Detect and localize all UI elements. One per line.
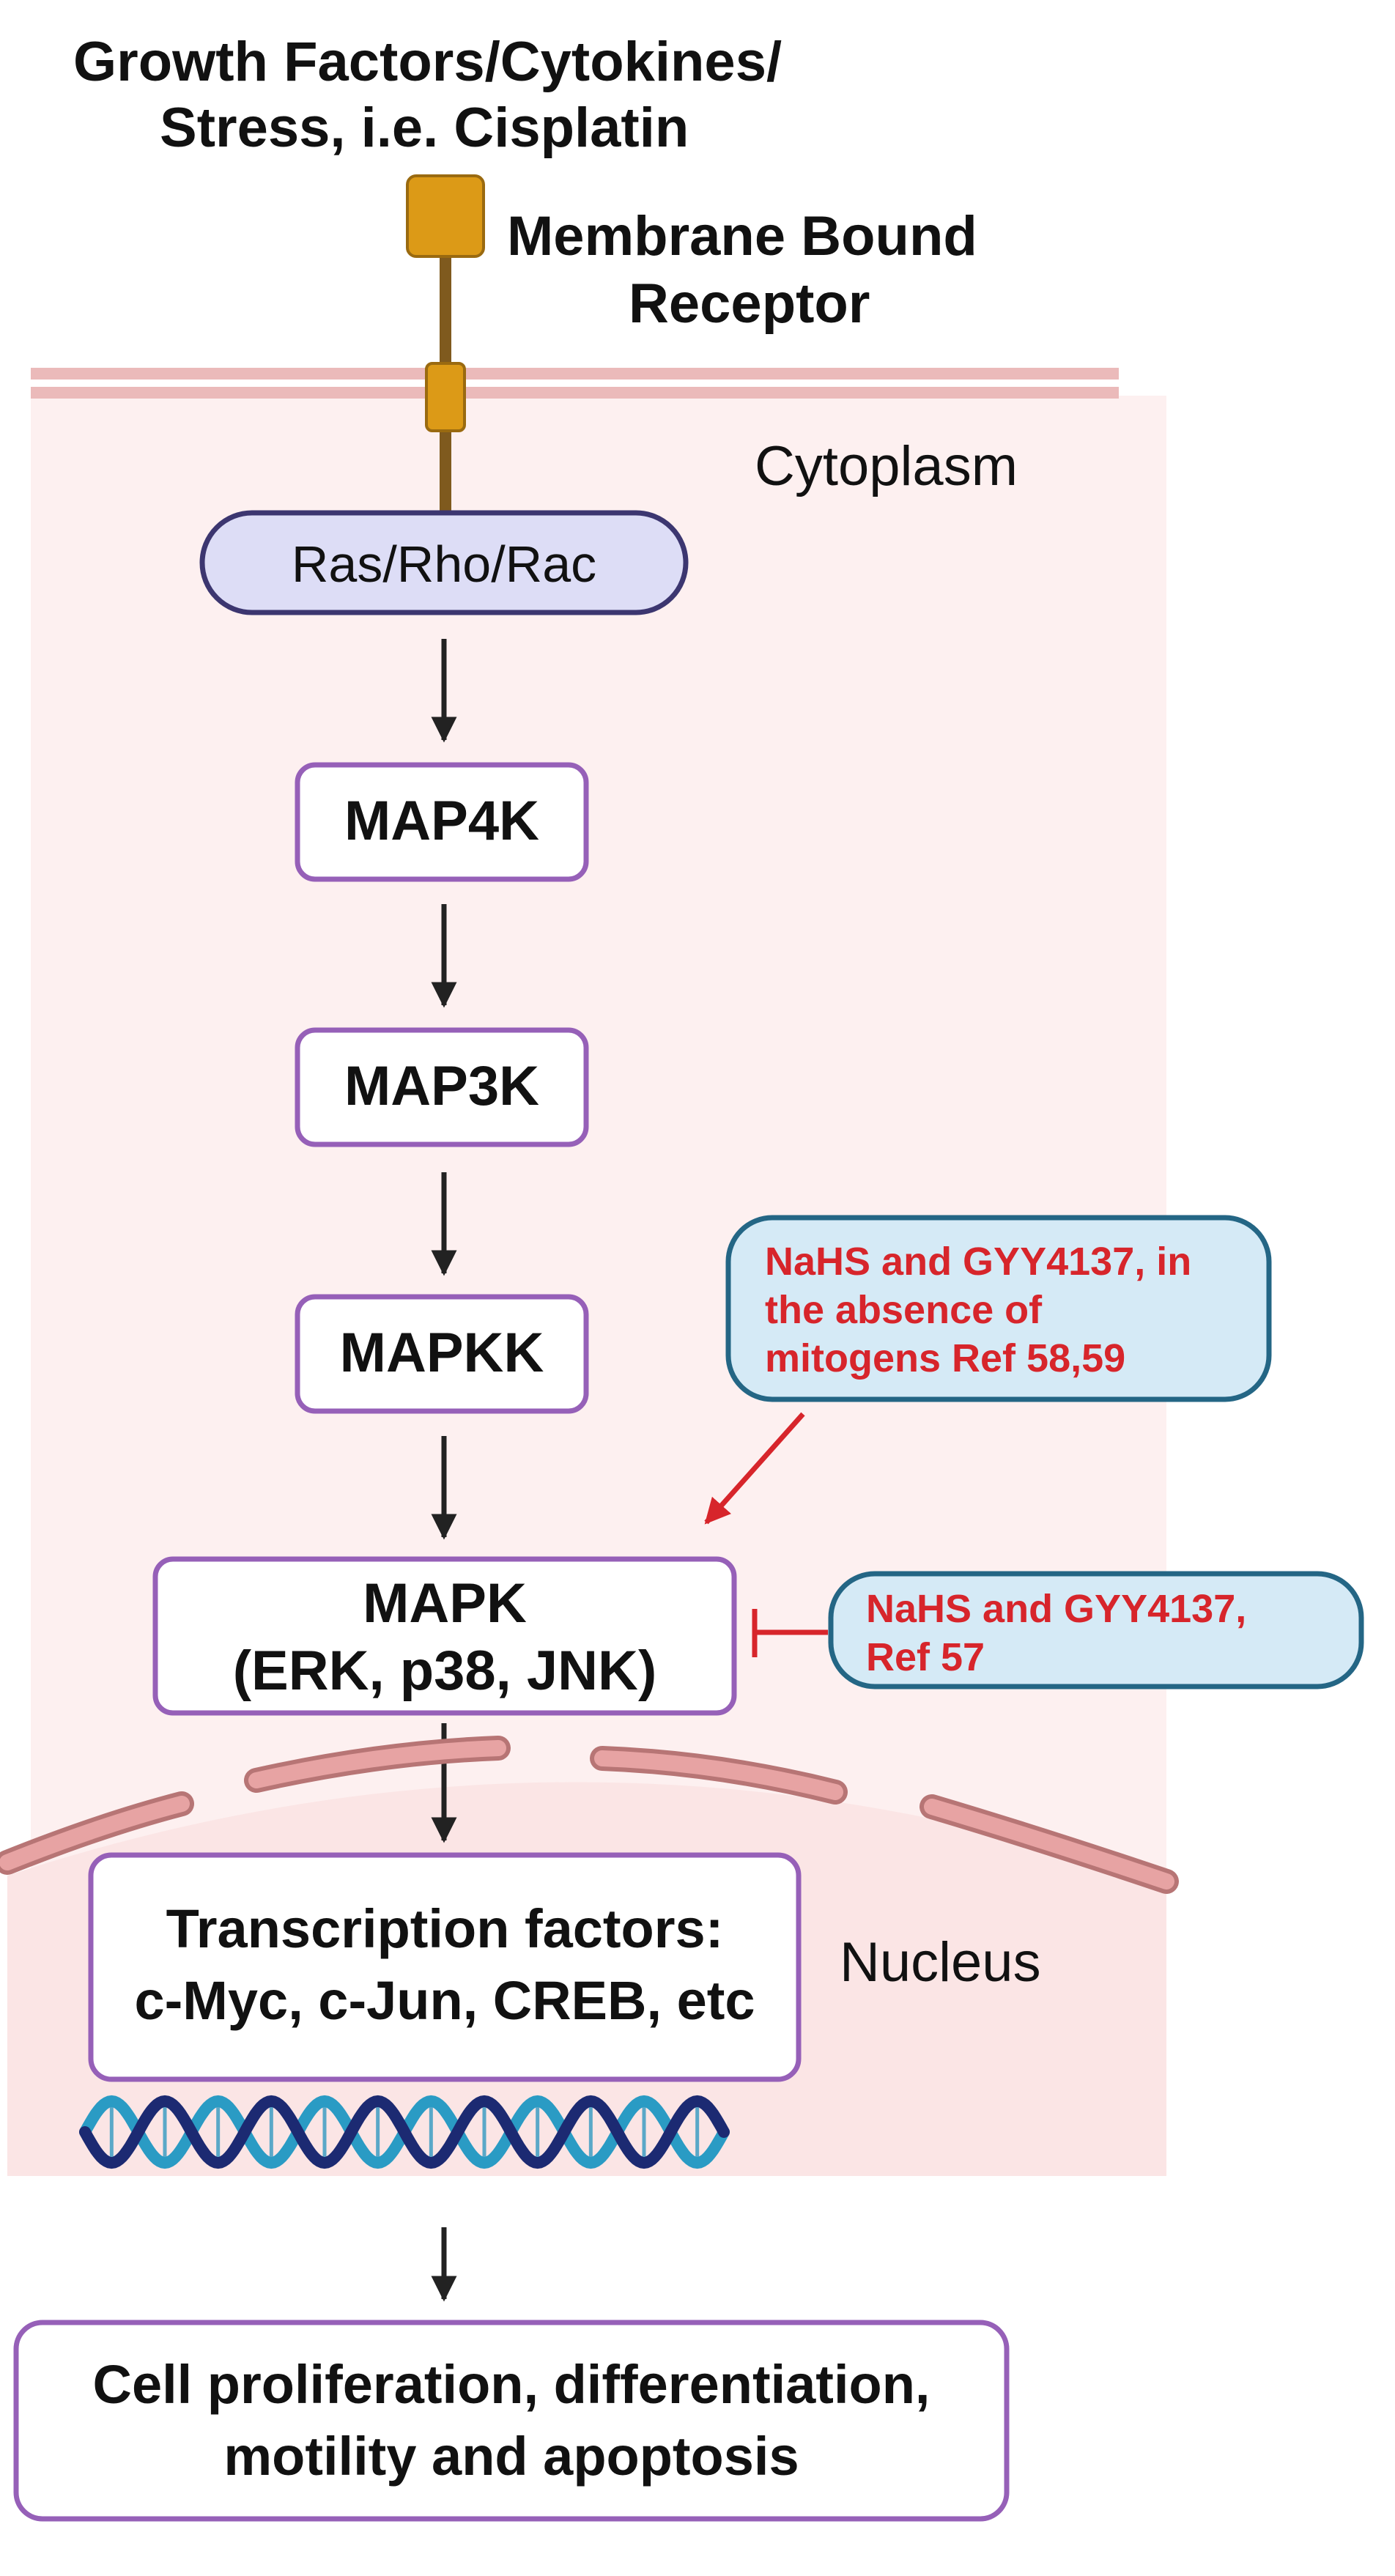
activation-callout-line3: mitogens Ref 58,59 (765, 1336, 1125, 1380)
activation-callout: NaHS and GYY4137, in the absence of mito… (725, 1215, 1272, 1402)
map3k-node: MAP3K (295, 1027, 589, 1147)
inhibition-callout-line2: Ref 57 (866, 1635, 985, 1679)
plasma-membrane (31, 368, 1119, 399)
dna-strand-dark (79, 2095, 730, 2169)
receptor-label-line2: Receptor (629, 273, 870, 335)
tf-label-line1: Transcription factors: (166, 1898, 724, 1959)
nucleus-label: Nucleus (840, 1931, 1041, 1994)
stimulus-label-line1: Growth Factors/Cytokines/ (73, 31, 782, 93)
activation-callout-line1: NaHS and GYY4137, in (765, 1240, 1191, 1284)
inhibition-bar-arrow (752, 1609, 828, 1657)
receptor-label-line1: Membrane Bound (507, 205, 977, 267)
mapkk-node: MAPKK (295, 1294, 589, 1414)
dna-helix-icon (79, 2095, 730, 2169)
outcome-label-line1: Cell proliferation, differentiation, (93, 2354, 930, 2415)
mapk-label-line1: MAPK (363, 1572, 527, 1635)
inhibition-callout: NaHS and GYY4137, Ref 57 (828, 1571, 1364, 1689)
activation-callout-line2: the absence of (765, 1288, 1043, 1332)
mapk-node: MAPK (ERK, p38, JNK) (152, 1556, 737, 1716)
transcription-factors-node: Transcription factors: c-Myc, c-Jun, CRE… (88, 1852, 802, 2082)
tf-label-line2: c-Myc, c-Jun, CREB, etc (134, 1970, 755, 2031)
inhibition-callout-line1: NaHS and GYY4137, (866, 1587, 1246, 1631)
outcome-label-line2: motility and apoptosis (223, 2426, 799, 2487)
map4k-node: MAP4K (295, 762, 589, 882)
ras-node: Ras/Rho/Rac (199, 510, 689, 615)
map3k-label: MAP3K (344, 1055, 539, 1117)
outcome-node: Cell proliferation, differentiation, mot… (13, 2320, 1010, 2522)
mapkk-label: MAPKK (340, 1322, 544, 1384)
cytoplasm-label: Cytoplasm (755, 435, 1018, 497)
stimulus-label-line2: Stress, i.e. Cisplatin (160, 97, 689, 159)
membrane-receptor (406, 174, 485, 513)
ras-label: Ras/Rho/Rac (292, 536, 596, 593)
nuclear-envelope (0, 1736, 1179, 1894)
map4k-label: MAP4K (344, 790, 539, 852)
activation-arrow (704, 1412, 805, 1525)
mapk-label-line2: (ERK, p38, JNK) (233, 1640, 657, 1702)
